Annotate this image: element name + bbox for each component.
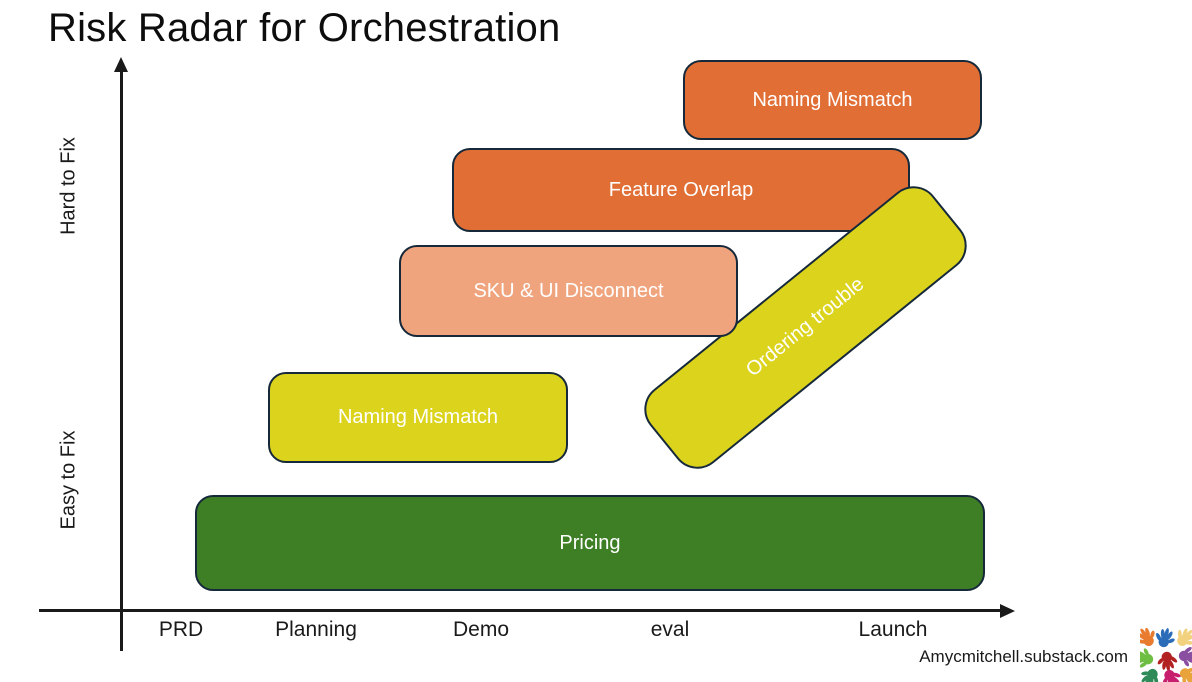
attribution-text: Amycmitchell.substack.com xyxy=(919,647,1128,666)
x-tick-prd: PRD xyxy=(158,618,204,641)
risk-bar-sku-ui-disconnect: SKU & UI Disconnect xyxy=(399,245,738,337)
chart-title: Risk Radar for Orchestration xyxy=(48,6,561,50)
y-axis-label-easy: Easy to Fix xyxy=(57,430,80,530)
risk-bar-naming-mismatch-launch: Naming Mismatch xyxy=(683,60,982,140)
y-axis-arrow-icon xyxy=(114,57,128,72)
x-tick-demo: Demo xyxy=(452,618,510,641)
x-tick-planning: Planning xyxy=(275,618,357,641)
hands-logo xyxy=(1140,628,1192,682)
risk-bar-pricing: Pricing xyxy=(195,495,985,591)
x-tick-eval: eval xyxy=(650,618,690,641)
x-axis-arrow-icon xyxy=(1000,603,1015,618)
x-axis-line xyxy=(39,609,1002,612)
y-axis-label-hard: Hard to Fix xyxy=(57,137,80,235)
risk-bar-naming-mismatch-planning: Naming Mismatch xyxy=(268,372,568,463)
y-axis-line xyxy=(120,70,123,651)
risk-bar-feature-overlap: Feature Overlap xyxy=(452,148,910,232)
x-tick-launch: Launch xyxy=(858,618,928,641)
